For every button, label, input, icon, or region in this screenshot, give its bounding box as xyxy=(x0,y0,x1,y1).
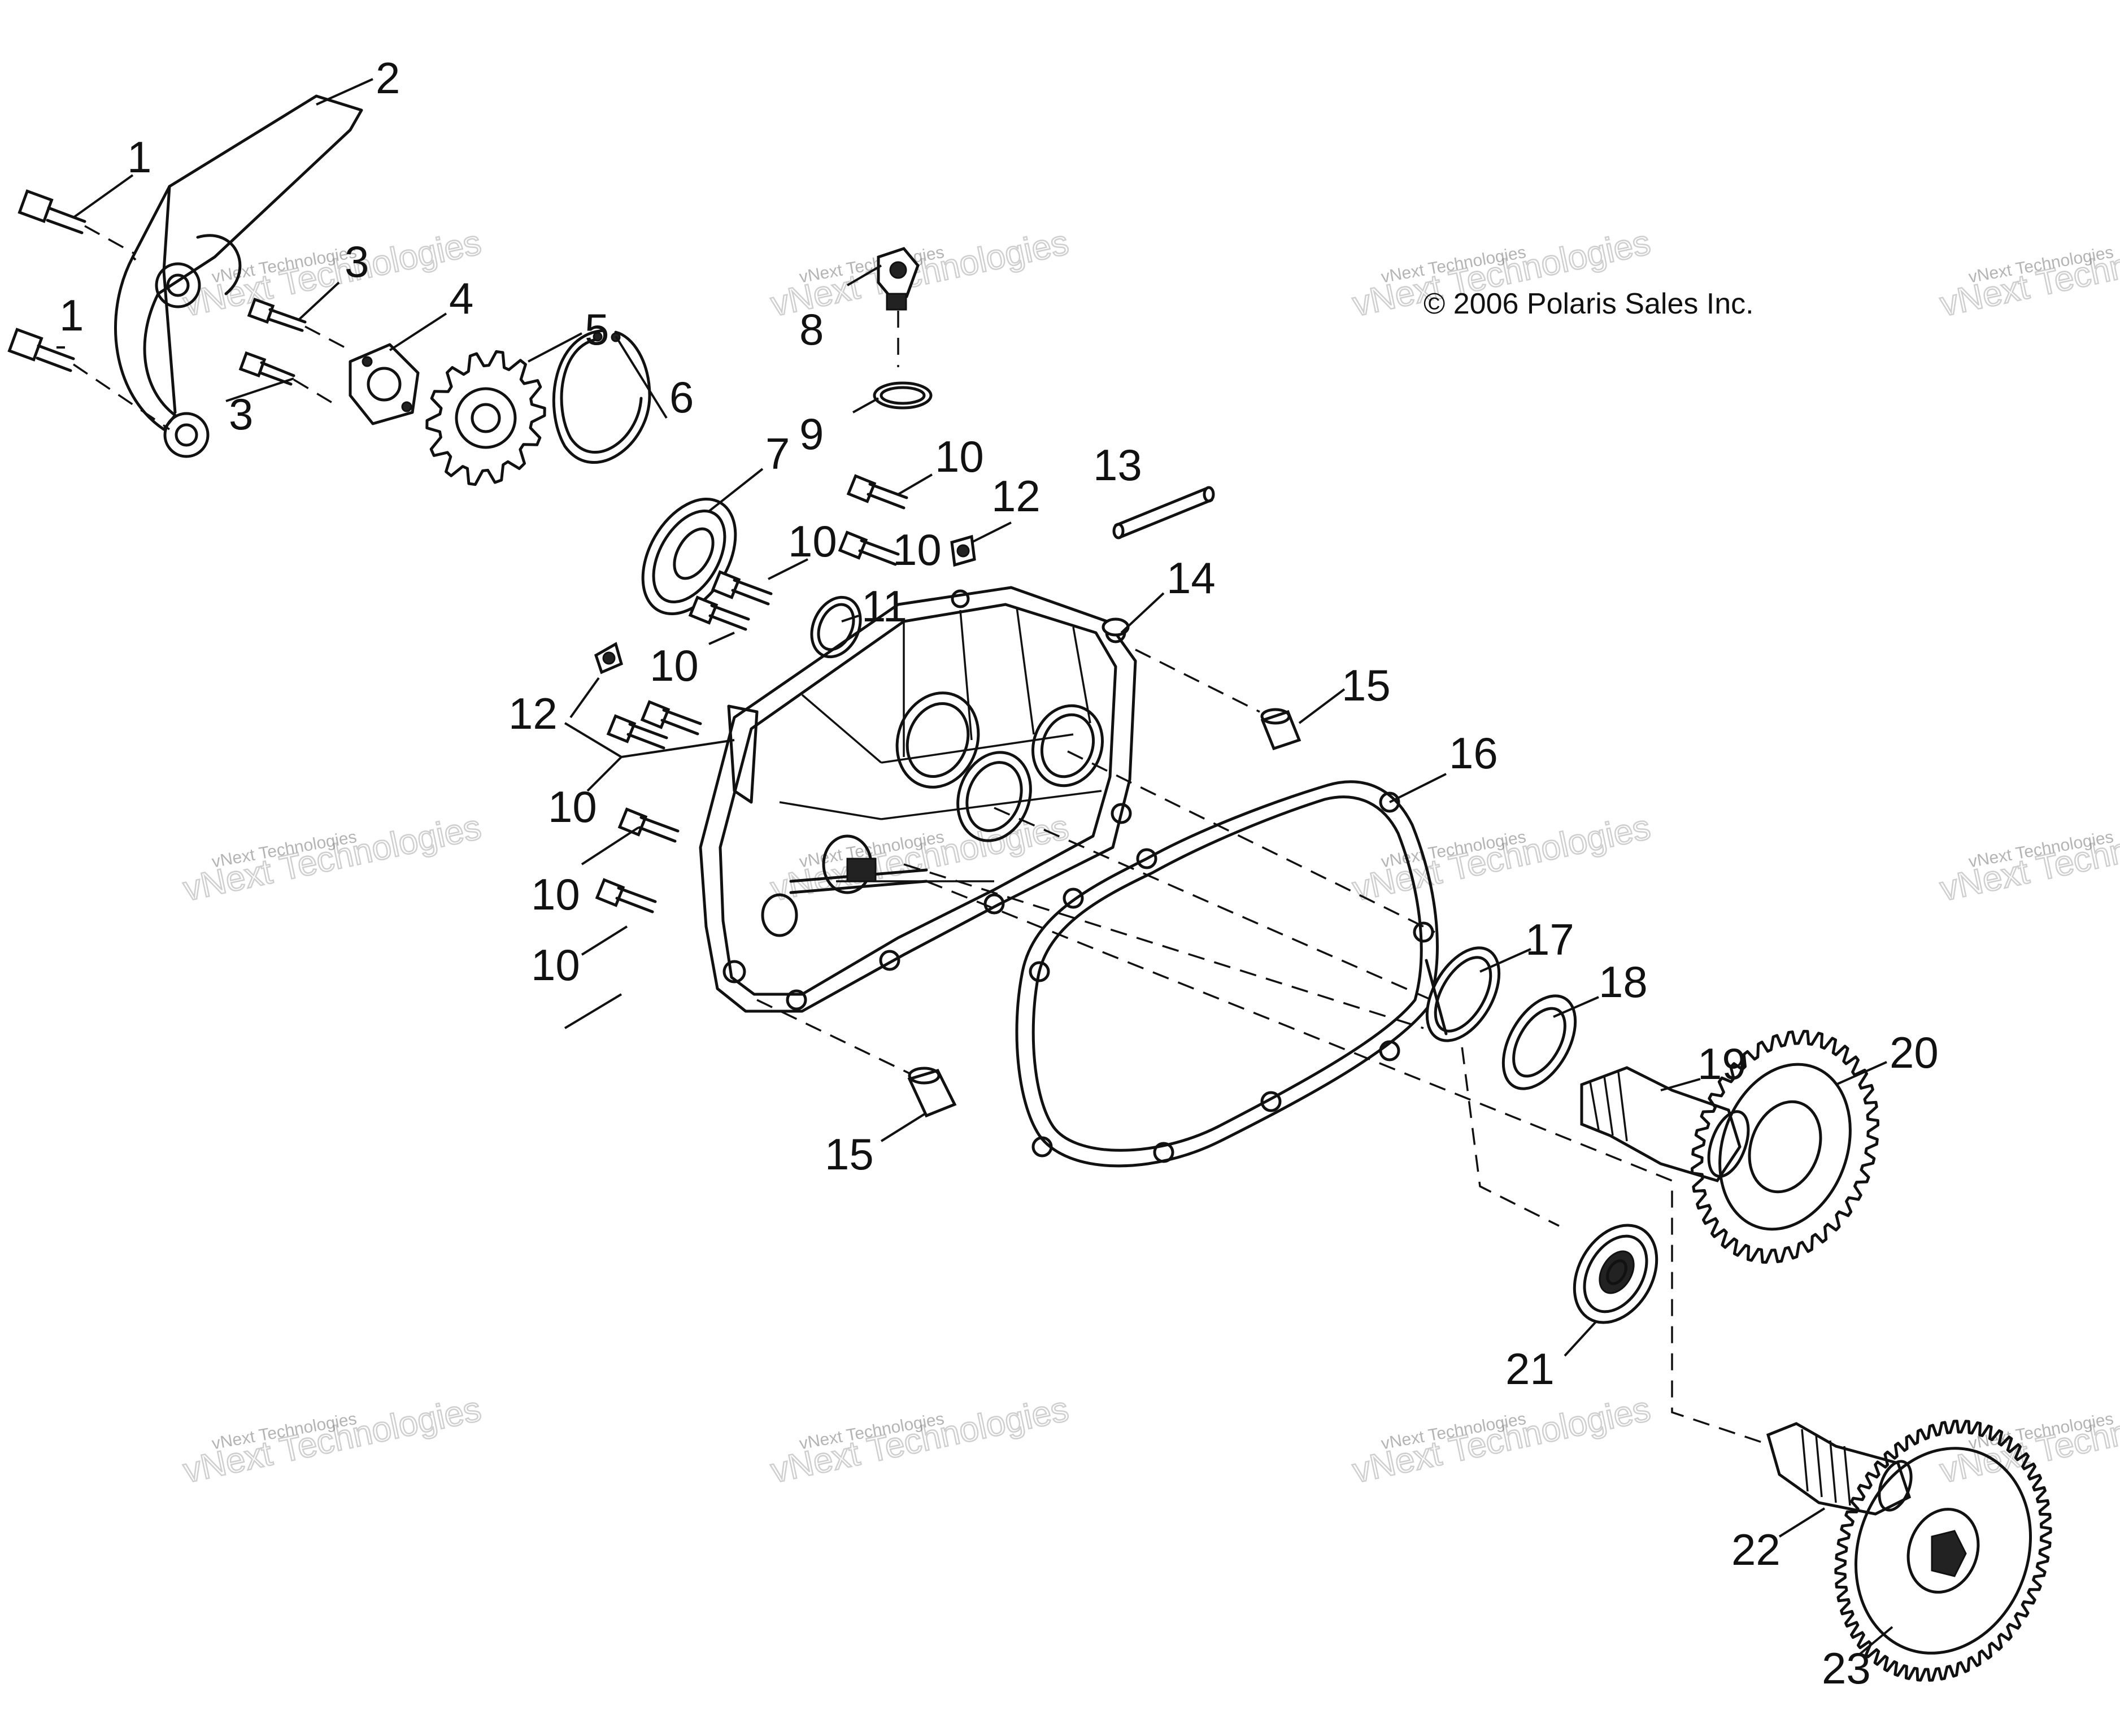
callout-13: 13 xyxy=(1093,440,1142,490)
part-10-bolts xyxy=(595,474,908,913)
part-15-dowel-lower xyxy=(756,999,957,1118)
bolt-10-1 xyxy=(838,530,900,566)
part-3-screw-upper xyxy=(247,297,351,351)
bolt-10-4 xyxy=(640,700,702,736)
callout-18: 18 xyxy=(1599,957,1648,1007)
part-8-breather-fitting xyxy=(877,247,920,367)
part-7-oil-seal xyxy=(641,498,737,615)
gearcase-housing xyxy=(699,586,1137,1013)
callout-10-b: 10 xyxy=(893,525,942,575)
callout-2: 2 xyxy=(376,53,400,103)
part-15-dowel-upper xyxy=(1135,649,1301,751)
callout-11: 11 xyxy=(861,581,907,631)
callout-7: 7 xyxy=(765,429,790,478)
callout-1-upper: 1 xyxy=(127,132,151,182)
callout-10-f: 10 xyxy=(531,869,580,919)
part-21-bearing xyxy=(1573,1224,1658,1324)
part-4-retainer-plate xyxy=(349,343,420,425)
copyright-notice: © 2006 Polaris Sales Inc. xyxy=(1424,288,1754,320)
callout-16: 16 xyxy=(1449,728,1498,778)
part-5-sprocket xyxy=(425,350,546,486)
part-20-gear xyxy=(1691,1030,1879,1264)
callout-12-lower: 12 xyxy=(508,689,558,738)
callout-10-e: 10 xyxy=(548,782,597,832)
callout-14: 14 xyxy=(1166,553,1216,603)
callout-22: 22 xyxy=(1731,1525,1781,1574)
part-19-output-shaft xyxy=(1580,1066,1750,1182)
callout-15-upper: 15 xyxy=(1342,660,1391,710)
callout-21: 21 xyxy=(1505,1344,1555,1394)
callout-labels: 1 1 2 3 3 4 5 6 7 8 9 10 10 10 10 10 10 … xyxy=(59,53,1939,1693)
callout-15-lower: 15 xyxy=(825,1129,874,1179)
part-14-dowel xyxy=(1102,617,1130,637)
callout-10-g: 10 xyxy=(531,940,580,990)
callout-10-c: 10 xyxy=(788,516,837,566)
callout-6: 6 xyxy=(669,372,694,422)
part-16-gasket xyxy=(1015,780,1439,1168)
callout-17: 17 xyxy=(1525,915,1574,964)
part-3-screw-lower xyxy=(238,351,339,408)
part-17-bearing xyxy=(1425,946,1501,1042)
leader-lines xyxy=(56,78,1893,1656)
part-1-bolt-lower xyxy=(7,328,170,430)
callout-10-d: 10 xyxy=(650,641,699,690)
bolt-10-6 xyxy=(617,807,680,843)
callout-12-upper: 12 xyxy=(991,471,1041,521)
bolt-10-7 xyxy=(595,878,657,913)
bolt-10-5 xyxy=(606,714,668,750)
bolt-10-3 xyxy=(688,595,750,631)
callout-20: 20 xyxy=(1890,1028,1939,1077)
assembly-lines xyxy=(903,750,1774,1447)
callout-5: 5 xyxy=(585,304,609,354)
part-12-plug-lower xyxy=(594,642,624,675)
callout-9: 9 xyxy=(799,409,824,459)
callout-1-lower: 1 xyxy=(59,290,84,340)
part-6-snap-ring xyxy=(552,329,651,464)
part-2-chain-guard xyxy=(114,94,363,458)
bolt-10-2 xyxy=(711,570,773,606)
callout-8: 8 xyxy=(799,304,824,354)
part-12-plug-upper xyxy=(950,534,976,567)
callout-4: 4 xyxy=(449,273,473,323)
callout-3-lower: 3 xyxy=(229,389,253,439)
callout-10-a: 10 xyxy=(935,432,984,481)
part-13-dowel-pin xyxy=(1112,486,1215,539)
part-18-seal xyxy=(1501,994,1577,1090)
part-9-o-ring xyxy=(873,381,933,410)
part-23-gear xyxy=(1834,1420,2052,1682)
part-22-pinion-shaft xyxy=(1766,1422,1913,1516)
bolt-10-0 xyxy=(846,474,908,510)
callout-23: 23 xyxy=(1822,1643,1871,1693)
part-1-bolt-upper xyxy=(18,189,136,255)
callout-3-upper: 3 xyxy=(345,237,369,286)
callout-19: 19 xyxy=(1697,1039,1747,1089)
